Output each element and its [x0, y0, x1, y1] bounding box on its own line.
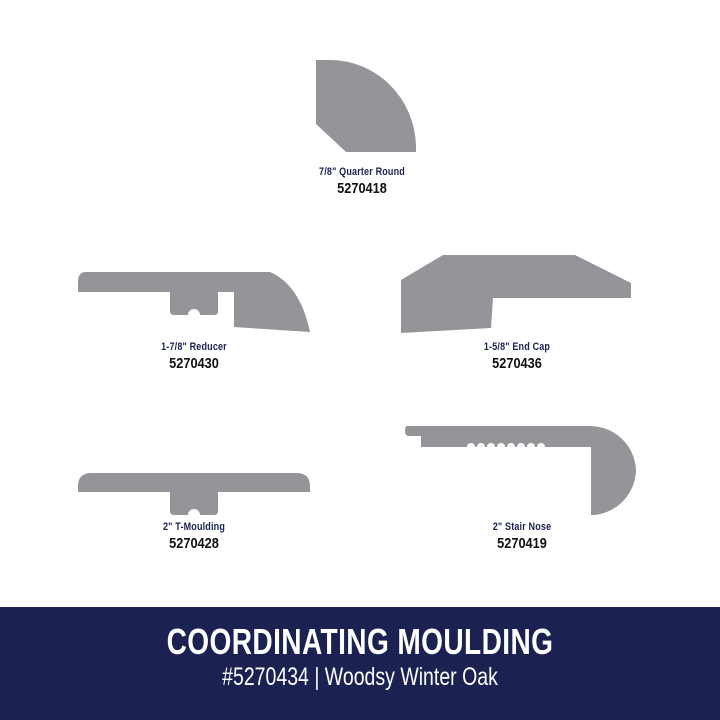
moulding-code: 5270418 [337, 180, 387, 197]
moulding-name: 1-7/8" Reducer [161, 341, 227, 353]
moulding-code: 5270430 [169, 355, 219, 372]
moulding-code: 5270428 [169, 535, 219, 552]
moulding-profiles [78, 60, 636, 515]
stair-nose-grooves [467, 443, 545, 451]
banner-title: COORDINATING MOULDING [166, 621, 554, 662]
moulding-code: 5270436 [492, 355, 542, 372]
t-moulding-label: 2" T-Moulding 5270428 [74, 521, 314, 552]
moulding-name: 1-5/8" End Cap [483, 341, 551, 353]
end-cap-label: 1-5/8" End Cap 5270436 [397, 341, 637, 372]
end-cap-profile [401, 255, 631, 333]
quarter-round-profile [316, 60, 416, 152]
footer-banner: COORDINATING MOULDING #5270434 | Woodsy … [0, 607, 720, 720]
moulding-name: 2" Stair Nose [492, 521, 552, 533]
banner-subtitle: #5270434 | Woodsy Winter Oak [222, 663, 498, 691]
t-moulding-profile [78, 473, 310, 515]
moulding-code: 5270419 [497, 535, 547, 552]
stair-nose-profile [405, 426, 636, 515]
moulding-name: 7/8" Quarter Round [319, 166, 405, 178]
reducer-profile [78, 272, 310, 332]
quarter-round-label: 7/8" Quarter Round 5270418 [242, 166, 482, 197]
reducer-label: 1-7/8" Reducer 5270430 [74, 341, 314, 372]
moulding-name: 2" T-Moulding [162, 521, 226, 533]
stair-nose-label: 2" Stair Nose 5270419 [402, 521, 642, 552]
